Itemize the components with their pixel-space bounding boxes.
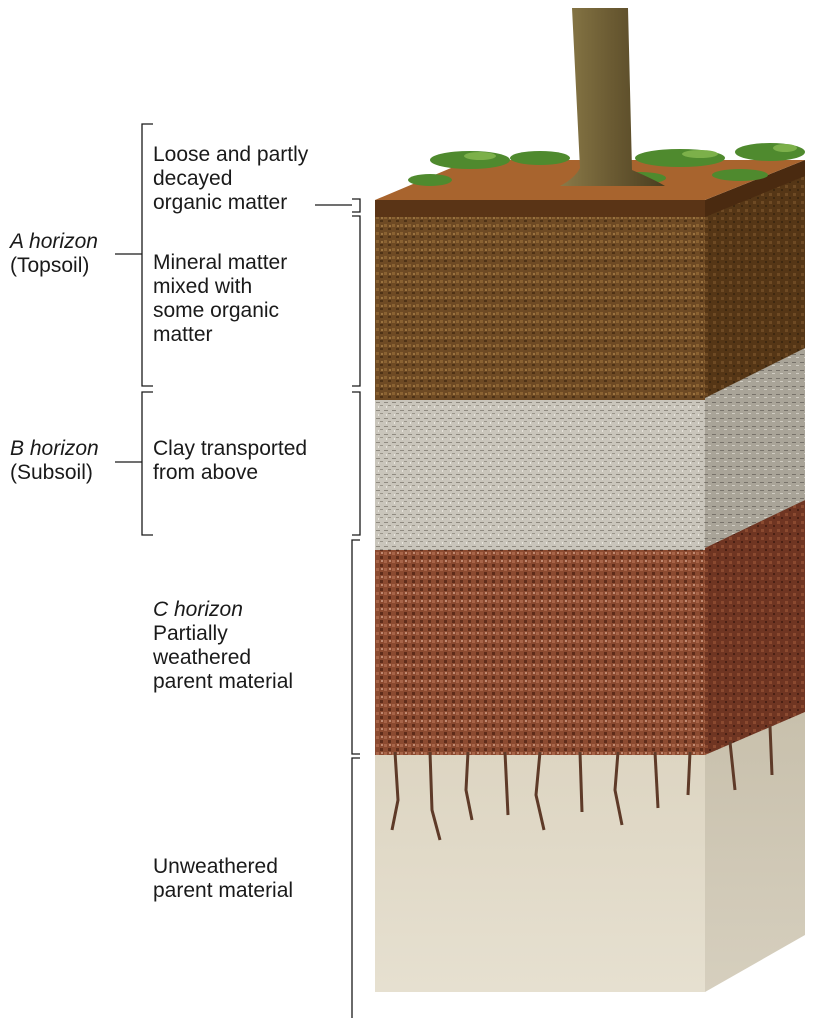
bedrock-label: Unweathered parent material xyxy=(153,855,293,903)
c-horizon-side xyxy=(705,500,805,755)
clay-line-2: from above xyxy=(153,461,259,484)
organic-line-2: decayed xyxy=(153,167,233,190)
c-horizon-name: C horizon xyxy=(153,598,243,621)
organic-layer-front xyxy=(375,200,705,217)
mineral-line-1: Mineral matter xyxy=(153,251,288,274)
c-horizon-label: C horizon Partially weathered parent mat… xyxy=(153,598,293,694)
c-horizon-line-1: Partially xyxy=(153,622,228,645)
c-horizon-line-3: parent material xyxy=(153,670,294,693)
mineral-layer-label: Mineral matter mixed with some organic m… xyxy=(153,251,287,347)
b-horizon-alias: (Subsoil) xyxy=(10,461,93,484)
mineral-line-4: matter xyxy=(153,323,213,346)
organic-line-1: Loose and partly xyxy=(153,143,309,166)
mineral-line-2: mixed with xyxy=(153,275,253,298)
organic-layer-side xyxy=(705,160,805,217)
clay-line-1: Clay transported xyxy=(153,437,308,460)
c-horizon-front xyxy=(375,545,705,755)
bracket-lines xyxy=(115,123,361,1018)
topsoil-side xyxy=(705,172,805,398)
clay-layer-label: Clay transported from above xyxy=(153,437,307,485)
bedrock-line-1: Unweathered xyxy=(153,855,278,878)
b-horizon-name: B horizon xyxy=(10,437,99,460)
c-horizon-line-2: weathered xyxy=(153,646,252,669)
tree-trunk xyxy=(560,8,665,186)
a-horizon-alias: (Topsoil) xyxy=(10,254,90,277)
b-horizon-label: B horizon (Subsoil) xyxy=(10,437,99,485)
a-horizon-label: A horizon (Topsoil) xyxy=(10,230,98,278)
b-horizon-side xyxy=(705,345,805,548)
a-horizon-name: A horizon xyxy=(10,230,98,253)
bedrock-side xyxy=(705,712,805,992)
organic-layer-label: Loose and partly decayed organic matter xyxy=(153,143,308,215)
organic-line-3: organic matter xyxy=(153,191,288,214)
b-horizon-front xyxy=(375,395,705,550)
bedrock-line-2: parent material xyxy=(153,879,294,902)
grass-highlights xyxy=(464,144,797,160)
topsoil-front xyxy=(375,215,705,400)
root-strands xyxy=(390,725,774,841)
mineral-line-3: some organic xyxy=(153,299,280,322)
